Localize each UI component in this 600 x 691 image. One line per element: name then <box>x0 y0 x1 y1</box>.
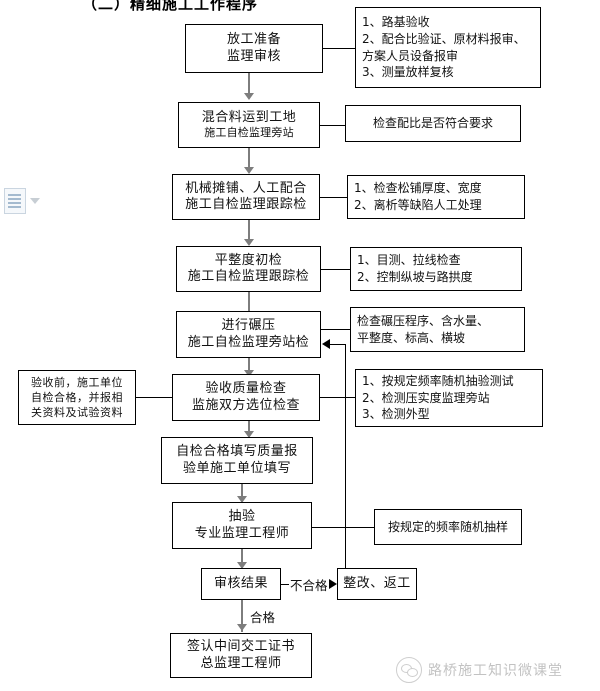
note-flatness-checks: 1、目测、拉线检查 2、控制纵坡与路拱度 <box>350 247 522 291</box>
note-line: 1、按规定频率随机抽验测试 <box>362 374 514 389</box>
note-line: 平整度、标高、横坡 <box>357 330 466 345</box>
node-title: 整改、返工 <box>343 575 411 591</box>
connector-n8-note8 <box>312 527 374 528</box>
node-sign-interim-certificate[interactable]: 签认中间交工证书 总监理工程师 <box>170 633 312 678</box>
note-line: 检查配比是否符合要求 <box>372 116 493 131</box>
arrow-head-down <box>237 624 247 631</box>
edge-label-fail: 不合格 <box>289 575 329 594</box>
connector-n1-note1 <box>323 48 355 49</box>
connector-n8-n9 <box>241 549 243 568</box>
note-line: 1、检查松铺厚度、宽度 <box>354 181 482 196</box>
node-subtitle: 总监理工程师 <box>200 655 282 671</box>
node-title: 机械摊铺、人工配合 <box>185 180 307 196</box>
node-acceptance-quality-check[interactable]: 验收质量检查 监施双方选位检查 <box>172 374 320 421</box>
note-line: 2、控制纵坡与路拱度 <box>357 270 473 284</box>
note-line: 2、检测压实度监理旁站 <box>362 390 490 405</box>
node-rework[interactable]: 整改、返工 <box>337 568 417 600</box>
connector-n2-n3 <box>248 148 250 170</box>
node-subtitle: 施工自检监理跟踪检 <box>187 269 310 284</box>
connector-n4-n5 <box>248 292 250 314</box>
node-subtitle: 监理审核 <box>226 48 281 64</box>
node-title: 放工准备 <box>226 32 281 48</box>
node-subtitle: 验单施工单位填写 <box>182 460 291 476</box>
node-title: 进行碾压 <box>221 318 276 334</box>
note-check-mix-ratio: 检查配比是否符合要求 <box>345 105 521 142</box>
arrow-head-down <box>244 167 254 174</box>
node-title: 审核结果 <box>213 575 268 591</box>
arrow-head-down <box>237 496 247 503</box>
page-title: （二）精细施工工作程序 <box>82 0 259 13</box>
note-line: 2、离析等缺陷人工处理 <box>354 198 482 212</box>
node-mixture-delivered[interactable]: 混合料运到工地 施工自检监理旁站 <box>178 102 320 148</box>
node-fill-quality-report[interactable]: 自检合格填写质量报 验单施工单位填写 <box>161 437 313 484</box>
node-construction-preparation[interactable]: 放工准备 监理审核 <box>185 24 323 73</box>
note-line: 自检合格，并报相 <box>31 390 123 404</box>
node-title: 验收质量检查 <box>205 381 287 397</box>
connector-rework-to-compaction <box>330 344 346 345</box>
connector-rework-vertical <box>345 344 346 586</box>
note-line: 检查碾压程序、含水量、 <box>357 313 490 328</box>
document-icon[interactable] <box>4 188 26 214</box>
connector-n4-note4 <box>321 269 350 270</box>
connector-pass-branch <box>241 600 243 632</box>
node-sampling-inspection[interactable]: 抽验 专业监理工程师 <box>172 502 312 549</box>
node-title: 签认中间交工证书 <box>186 639 295 655</box>
node-subtitle: 施工自检监理旁站检 <box>187 334 310 350</box>
node-subtitle: 施工自检监理旁站 <box>204 126 294 140</box>
note-line: 1、路基验收 <box>362 15 430 30</box>
note-pre-acceptance-requirement: 验收前，施工单位 自检合格，并报相 关资料及试验资料 <box>18 370 136 425</box>
arrow-head-right <box>329 579 337 589</box>
note-line: 3、检测外型 <box>362 407 430 422</box>
node-subtitle: 监施双方选位检查 <box>191 397 300 413</box>
note-paving-checks: 1、检查松铺厚度、宽度 2、离析等缺陷人工处理 <box>347 175 525 219</box>
note-line: 按规定的频率随机抽样 <box>387 519 508 534</box>
connector-n3-n4 <box>248 220 250 242</box>
note-random-sampling: 按规定的频率随机抽样 <box>374 509 522 545</box>
arrow-head-left <box>322 339 330 349</box>
node-title: 平整度初检 <box>214 252 283 268</box>
node-subtitle: 专业监理工程师 <box>194 525 290 541</box>
connector-n6-note7 <box>320 397 355 398</box>
node-title: 抽验 <box>228 509 256 525</box>
connector-note6-n6 <box>136 397 172 398</box>
wechat-logo-icon <box>396 657 422 683</box>
node-title: 混合料运到工地 <box>201 110 297 125</box>
note-acceptance-items: 1、按规定频率随机抽验测试 2、检测压实度监理旁站 3、检测外型 <box>355 369 543 427</box>
node-review-result[interactable]: 审核结果 <box>201 568 281 600</box>
edge-label-pass: 合格 <box>249 607 277 626</box>
note-line: 2、配合比验证、原材料报审、 <box>362 31 526 46</box>
chevron-down-icon[interactable] <box>30 198 40 204</box>
note-line: 验收前，施工单位 <box>31 375 123 389</box>
note-line: 方案人员设备报审 <box>362 48 459 63</box>
connector-n3-note3 <box>320 197 347 198</box>
note-line: 关资料及试验资料 <box>31 406 123 420</box>
connector-n2-note2 <box>320 125 345 126</box>
note-line: 1、目测、拉线检查 <box>357 253 461 268</box>
arrow-head-down <box>244 370 254 377</box>
node-title: 自检合格填写质量报 <box>176 444 298 460</box>
connector-n5-n6 <box>248 358 250 380</box>
note-compaction-checks: 检查碾压程序、含水量、 平整度、标高、横坡 <box>350 307 525 352</box>
note-preparation-items: 1、路基验收 2、配合比验证、原材料报审、 方案人员设备报审 3、测量放样复核 <box>355 7 541 88</box>
arrow-head-down <box>244 239 254 246</box>
watermark-text: 路桥施工知识微课堂 <box>428 663 563 679</box>
arrow-head-down <box>237 562 247 569</box>
connector-n1-n2 <box>248 73 250 96</box>
connector-n5-note5 <box>321 329 350 330</box>
arrow-head-down <box>244 431 254 438</box>
connector-n6-n7 <box>248 421 250 438</box>
connector-n7-n8 <box>241 484 243 502</box>
node-compaction[interactable]: 进行碾压 施工自检监理旁站检 <box>176 311 321 358</box>
node-machine-paving[interactable]: 机械摊铺、人工配合 施工自检监理跟踪检 <box>172 174 320 220</box>
node-subtitle: 施工自检监理跟踪检 <box>185 197 307 212</box>
watermark: 路桥施工知识微课堂 <box>396 657 563 683</box>
node-flatness-initial-check[interactable]: 平整度初检 施工自检监理跟踪检 <box>176 246 321 292</box>
note-line: 3、测量放样复核 <box>362 65 454 80</box>
document-tool-widget[interactable] <box>4 188 40 214</box>
arrow-head-down <box>244 93 254 100</box>
